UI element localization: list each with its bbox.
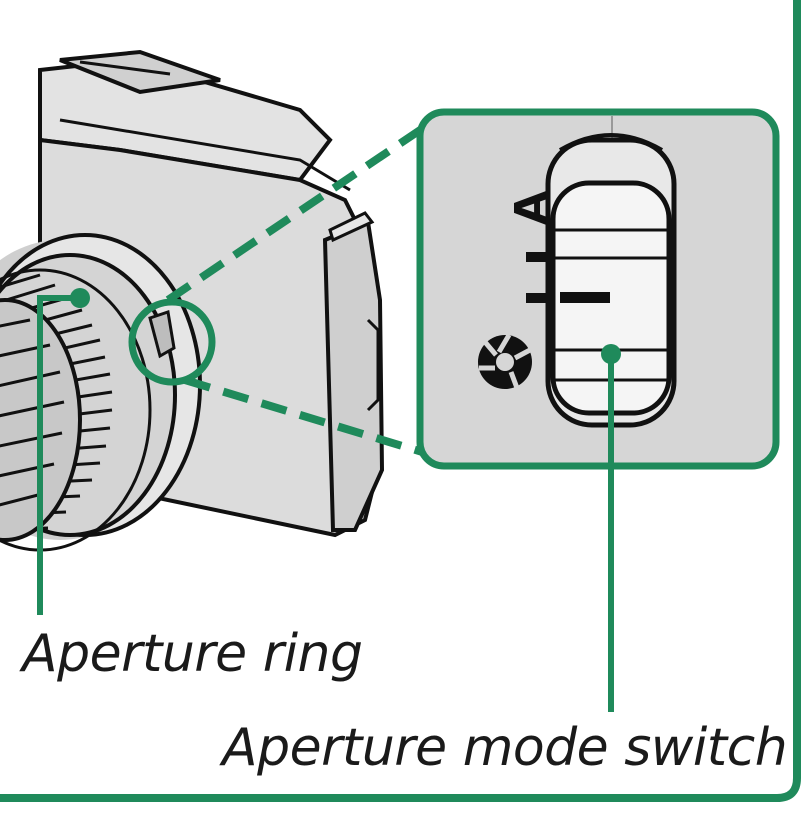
page-frame-border bbox=[0, 0, 801, 802]
aperture-icon bbox=[478, 333, 532, 389]
switch-inset: A bbox=[416, 108, 780, 470]
hot-shoe bbox=[59, 49, 221, 95]
switch-highlight-circle bbox=[128, 298, 216, 386]
camera-aperture-switch bbox=[148, 310, 176, 359]
tick-short-1 bbox=[526, 293, 546, 303]
callout-aperture-ring bbox=[37, 288, 90, 615]
aperture-mode-switch-label: Aperture mode switch bbox=[222, 718, 788, 778]
tick-long bbox=[560, 292, 610, 303]
pointer-dot bbox=[601, 344, 621, 364]
camera-grip bbox=[322, 219, 385, 532]
auto-mark: A bbox=[506, 191, 557, 225]
aperture-ring-label: Aperture ring bbox=[22, 624, 363, 684]
tick-short-2 bbox=[526, 252, 546, 262]
zoom-connector-lines bbox=[165, 116, 438, 459]
